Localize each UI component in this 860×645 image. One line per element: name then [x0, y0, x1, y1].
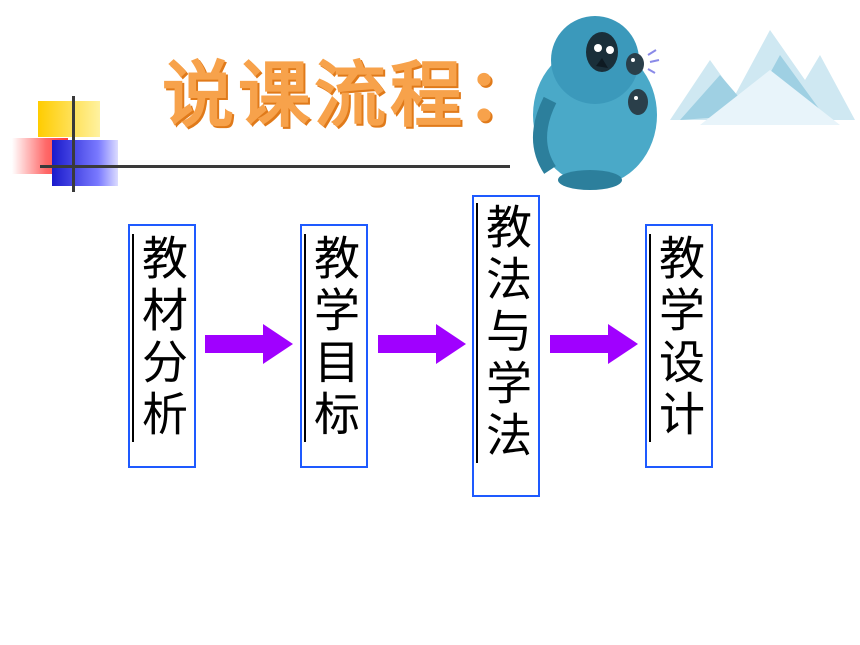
step-box-2: 教学目标	[300, 224, 368, 468]
decor-square-blue	[52, 140, 118, 186]
arrow-right-icon	[550, 324, 638, 364]
step-label: 教法与学法	[479, 203, 533, 463]
step-label: 教学目标	[307, 234, 361, 442]
step-box-4: 教学设计	[645, 224, 713, 468]
title-underline	[40, 165, 510, 168]
step-box-1: 教材分析	[128, 224, 196, 468]
step-box-3: 教法与学法	[472, 195, 540, 497]
step-label: 教学设计	[652, 234, 706, 442]
decor-vertical-line	[72, 96, 75, 192]
step-label: 教材分析	[135, 234, 189, 442]
arrow-right-icon	[205, 324, 293, 364]
slide-title: 说课流程：	[162, 53, 543, 137]
arrow-right-icon	[378, 324, 466, 364]
penguin-illustration	[533, 16, 855, 190]
decor-square-yellow	[38, 101, 100, 137]
